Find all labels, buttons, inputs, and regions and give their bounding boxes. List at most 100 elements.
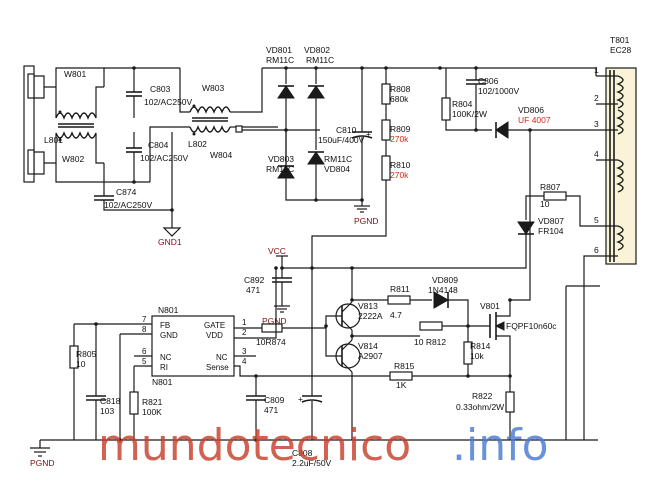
label-r807: R807 xyxy=(540,182,561,192)
x-capacitors xyxy=(94,66,182,237)
watermark: mundotecnico .info xyxy=(98,420,549,471)
ic-pin-labels: FB GND NC RI GATE VDD NC Sense 7 8 6 5 1… xyxy=(142,315,247,372)
label-r810-value: 270k xyxy=(390,170,409,180)
label-vd803: VD803 xyxy=(268,154,294,164)
label-vd809-value: 1N4148 xyxy=(428,285,458,295)
label-r822-value: 0.33ohm/2W xyxy=(456,402,504,412)
label-r805: R805 xyxy=(76,349,97,359)
label-v801-value: FQPF10n60c xyxy=(506,321,557,331)
current-sense xyxy=(256,371,515,440)
label-vd807-value: FR104 xyxy=(538,226,564,236)
mosfet-v801 xyxy=(488,298,512,386)
label-vd802-value: RM11C xyxy=(306,55,334,65)
label-c806-value: 102/1000V xyxy=(478,86,519,96)
ic-left-network xyxy=(30,322,598,457)
label-r809-value: 270k xyxy=(390,134,409,144)
label-vd806-value: UF 4007 xyxy=(518,115,551,125)
bulk-capacitor-and-divider xyxy=(311,66,391,300)
label-w803: W803 xyxy=(202,83,224,93)
label-r814-value: 10k xyxy=(470,351,484,361)
label-r874: 10R874 xyxy=(256,337,286,347)
label-r815-value: 1K xyxy=(396,380,407,390)
label-vd807: VD807 xyxy=(538,216,564,226)
bridge-rectifier xyxy=(262,66,440,202)
label-r812: 10 R812 xyxy=(414,337,446,347)
ic-nc1: NC xyxy=(160,353,172,362)
ic-vdd: VDD xyxy=(206,331,223,340)
auxiliary-winding xyxy=(310,130,596,440)
label-r821: R821 xyxy=(142,397,163,407)
label-gnd1: GND1 xyxy=(158,237,182,247)
label-vd802: VD802 xyxy=(304,45,330,55)
label-v814-value: A2907 xyxy=(358,351,383,361)
label-t801-value: EC28 xyxy=(610,45,632,55)
label-c806: C806 xyxy=(478,76,499,86)
snubber xyxy=(438,66,596,139)
ic-fb: FB xyxy=(160,321,170,330)
label-r811: R811 xyxy=(390,284,410,294)
label-vd803-value: RM11C xyxy=(266,164,294,174)
label-pin2: 2 xyxy=(594,93,599,103)
ic-pin1: 1 xyxy=(242,318,247,327)
label-vd806: VD806 xyxy=(518,105,544,115)
label-w802: W802 xyxy=(62,154,84,164)
ic-pin6: 6 xyxy=(142,347,147,356)
ic-pin4: 4 xyxy=(242,357,247,366)
label-c803: C803 xyxy=(150,84,171,94)
label-c874-value: 102/AC250V xyxy=(104,200,153,210)
label-c818-value: 103 xyxy=(100,406,114,416)
label-r811-value: 4.7 xyxy=(390,310,402,320)
ic-n801 xyxy=(120,266,326,377)
label-pgnd-mid: PGND xyxy=(262,316,287,326)
label-c808-value: 2.2uF/50V xyxy=(292,458,332,468)
label-vd804: VD804 xyxy=(324,164,350,174)
label-v813-value: 2222A xyxy=(358,311,383,321)
gate-driver xyxy=(324,268,488,440)
label-c892: C892 xyxy=(244,275,265,285)
label-r821-value: 100K xyxy=(142,407,162,417)
label-pin1: 1 xyxy=(594,65,599,75)
label-c804-value: 102/AC250V xyxy=(140,153,189,163)
ic-pin2: 2 xyxy=(242,328,247,337)
label-pin5: 5 xyxy=(594,215,599,225)
label-r804-value: 100K/2W xyxy=(452,109,487,119)
emi-filter-1 xyxy=(44,67,180,183)
label-r807-value: 10 xyxy=(540,199,550,209)
label-c809: C809 xyxy=(264,395,285,405)
label-r804: R804 xyxy=(452,99,473,109)
label-r805-value: 10 xyxy=(76,359,86,369)
label-r808: R808 xyxy=(390,84,411,94)
label-l801: L801 xyxy=(44,135,63,145)
bottom-caps xyxy=(246,300,323,440)
label-w801: W801 xyxy=(64,69,86,79)
label-pin6: 6 xyxy=(594,245,599,255)
label-r815: R815 xyxy=(394,361,415,371)
label-pgnd-bottom: PGND xyxy=(30,458,55,468)
input-connector xyxy=(23,65,45,183)
label-c810: C810 xyxy=(336,125,357,135)
label-c818: C818 xyxy=(100,396,121,406)
ic-pin8: 8 xyxy=(142,325,147,334)
vcc-node xyxy=(272,255,312,313)
ic-pin3: 3 xyxy=(242,347,247,356)
transformer-t801 xyxy=(595,67,637,265)
label-v813: V813 xyxy=(358,301,378,311)
label-r808-value: 680k xyxy=(390,94,409,104)
label-vd809: VD809 xyxy=(432,275,458,285)
label-w804: W804 xyxy=(210,150,232,160)
label-v814: V814 xyxy=(358,341,378,351)
ic-sense: Sense xyxy=(206,363,229,372)
label-n801-top: N801 xyxy=(158,305,179,315)
label-c892-value: 471 xyxy=(246,285,260,295)
label-c810-value: 150uF/400V xyxy=(318,135,365,145)
label-r809: R809 xyxy=(390,124,411,134)
ic-ri: RI xyxy=(160,363,168,372)
watermark-info: .info xyxy=(452,420,549,471)
label-vd801: VD801 xyxy=(266,45,292,55)
label-c803-value: 102/AC250V xyxy=(144,97,193,107)
label-t801: T801 xyxy=(610,35,630,45)
label-r822: R822 xyxy=(472,391,493,401)
label-vcc: VCC xyxy=(268,246,286,256)
label-vd801-value: RM11C xyxy=(266,55,294,65)
